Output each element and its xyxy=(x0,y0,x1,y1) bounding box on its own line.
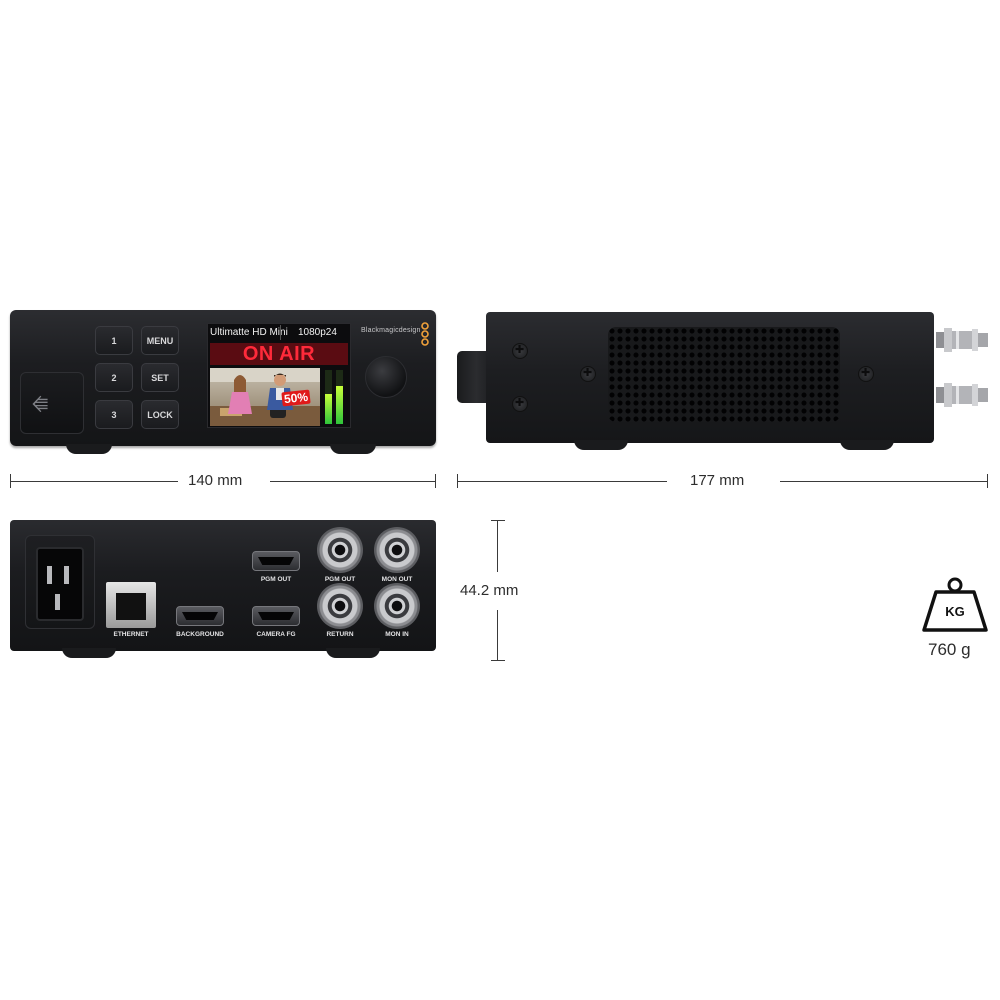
background-label: BACKGROUND xyxy=(176,631,224,638)
lcd-title: Ultimatte HD Mini xyxy=(210,327,288,338)
screw-icon xyxy=(580,366,596,382)
ethernet-jack xyxy=(116,593,146,620)
side-knob-profile xyxy=(457,351,489,403)
depth-dimension-line xyxy=(780,481,988,482)
usb-cover xyxy=(20,372,84,434)
ethernet-label: ETHERNET xyxy=(113,631,149,638)
mon-in-port[interactable] xyxy=(374,583,420,629)
vent-grille xyxy=(608,327,840,422)
power-pin xyxy=(55,594,60,610)
side-foot-right xyxy=(840,440,894,450)
bnc-connector-side-icon xyxy=(936,383,988,407)
dimension-tick xyxy=(491,660,505,661)
power-socket xyxy=(36,547,84,621)
lock-button[interactable]: LOCK xyxy=(141,400,179,429)
on-air-banner: ON AIR xyxy=(210,343,348,365)
usb-icon: ⭅ xyxy=(32,395,49,416)
pgm-out-sdi-label: PGM OUT xyxy=(324,576,356,583)
pgm-out-hdmi-label: PGM OUT xyxy=(260,576,292,583)
weight-icon xyxy=(922,577,988,632)
camera-fg-hdmi-port[interactable] xyxy=(252,606,300,626)
lcd-divider xyxy=(280,325,281,340)
width-dimension-line xyxy=(270,481,436,482)
dimension-tick xyxy=(987,474,988,488)
weight-value: 760 g xyxy=(928,640,971,659)
pgm-out-hdmi-port[interactable] xyxy=(252,551,300,571)
audio-meter-left xyxy=(325,370,332,424)
height-dimension-label: 44.2 mm xyxy=(460,582,519,599)
brand-logo: Blackmagicdesign xyxy=(361,327,421,334)
discount-badge: 50% xyxy=(281,389,311,407)
side-foot-left xyxy=(574,440,628,450)
dimension-tick xyxy=(435,474,436,488)
mon-out-port[interactable] xyxy=(374,527,420,573)
screw-icon xyxy=(512,396,528,412)
bnc-connector-side-icon xyxy=(936,328,988,352)
back-foot-right xyxy=(326,648,380,658)
weight-icon-label: KG xyxy=(945,604,965,619)
set-button[interactable]: SET xyxy=(141,363,179,392)
brand-mark-icon xyxy=(421,322,429,346)
power-pin xyxy=(64,566,69,584)
width-dimension-line xyxy=(10,481,178,482)
return-label: RETURN xyxy=(326,631,354,638)
mon-out-label: MON OUT xyxy=(381,576,413,583)
front-foot-right xyxy=(330,444,376,454)
power-pin xyxy=(47,566,52,584)
height-dimension-line xyxy=(497,610,498,660)
screw-icon xyxy=(512,343,528,359)
back-foot-left xyxy=(62,648,116,658)
mon-in-label: MON IN xyxy=(385,631,409,638)
return-port[interactable] xyxy=(317,583,363,629)
width-dimension-label: 140 mm xyxy=(188,472,243,489)
lcd-video-format: 1080p24 xyxy=(298,327,337,338)
menu-button[interactable]: MENU xyxy=(141,326,179,355)
button-1[interactable]: 1 xyxy=(95,326,133,355)
button-3[interactable]: 3 xyxy=(95,400,133,429)
background-hdmi-port[interactable] xyxy=(176,606,224,626)
dimension-tick xyxy=(491,520,505,521)
audio-meter-right xyxy=(336,370,343,424)
pgm-out-sdi-port[interactable] xyxy=(317,527,363,573)
control-knob[interactable] xyxy=(365,356,407,398)
button-2[interactable]: 2 xyxy=(95,363,133,392)
front-foot-left xyxy=(66,444,112,454)
depth-dimension-label: 177 mm xyxy=(690,472,745,489)
camera-fg-label: CAMERA FG xyxy=(256,631,296,638)
screw-icon xyxy=(858,366,874,382)
height-dimension-line xyxy=(497,520,498,572)
depth-dimension-line xyxy=(457,481,667,482)
